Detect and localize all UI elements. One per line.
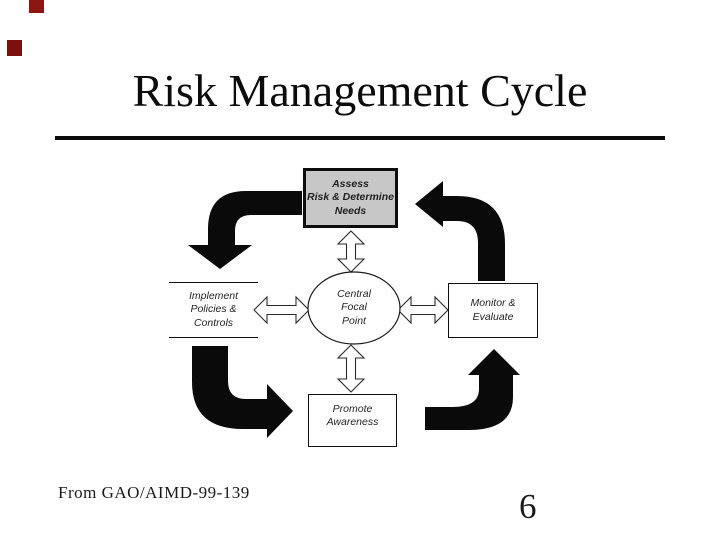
connector-center-assess-icon [336, 230, 366, 273]
node-assess-risk: Assess Risk & Determine Needs [303, 168, 398, 228]
arrow-promote-to-monitor-icon [425, 349, 520, 430]
arrow-assess-to-implement-icon [188, 191, 302, 269]
connector-center-promote-icon [336, 344, 366, 393]
node-central-focal-point: Central Focal Point [337, 288, 371, 327]
central-focal-point-ellipse [307, 271, 401, 345]
arrow-monitor-to-assess-icon [415, 181, 505, 281]
connector-center-implement-icon [253, 295, 310, 325]
node-implement-policies: Implement Policies & Controls [169, 282, 258, 338]
arrow-implement-to-promote-icon [192, 346, 293, 438]
slide-title: Risk Management Cycle [132, 65, 588, 116]
connector-center-monitor-icon [397, 295, 449, 325]
node-monitor-evaluate: Monitor & Evaluate [448, 283, 538, 338]
title-underline [55, 136, 665, 140]
page-number: 6 [519, 487, 537, 526]
corner-decoration-square-top [29, 0, 44, 13]
node-promote-awareness: Promote Awareness [308, 394, 397, 447]
source-citation: From GAO/AIMD-99-139 [58, 483, 250, 502]
corner-decoration-square-left [7, 40, 22, 56]
